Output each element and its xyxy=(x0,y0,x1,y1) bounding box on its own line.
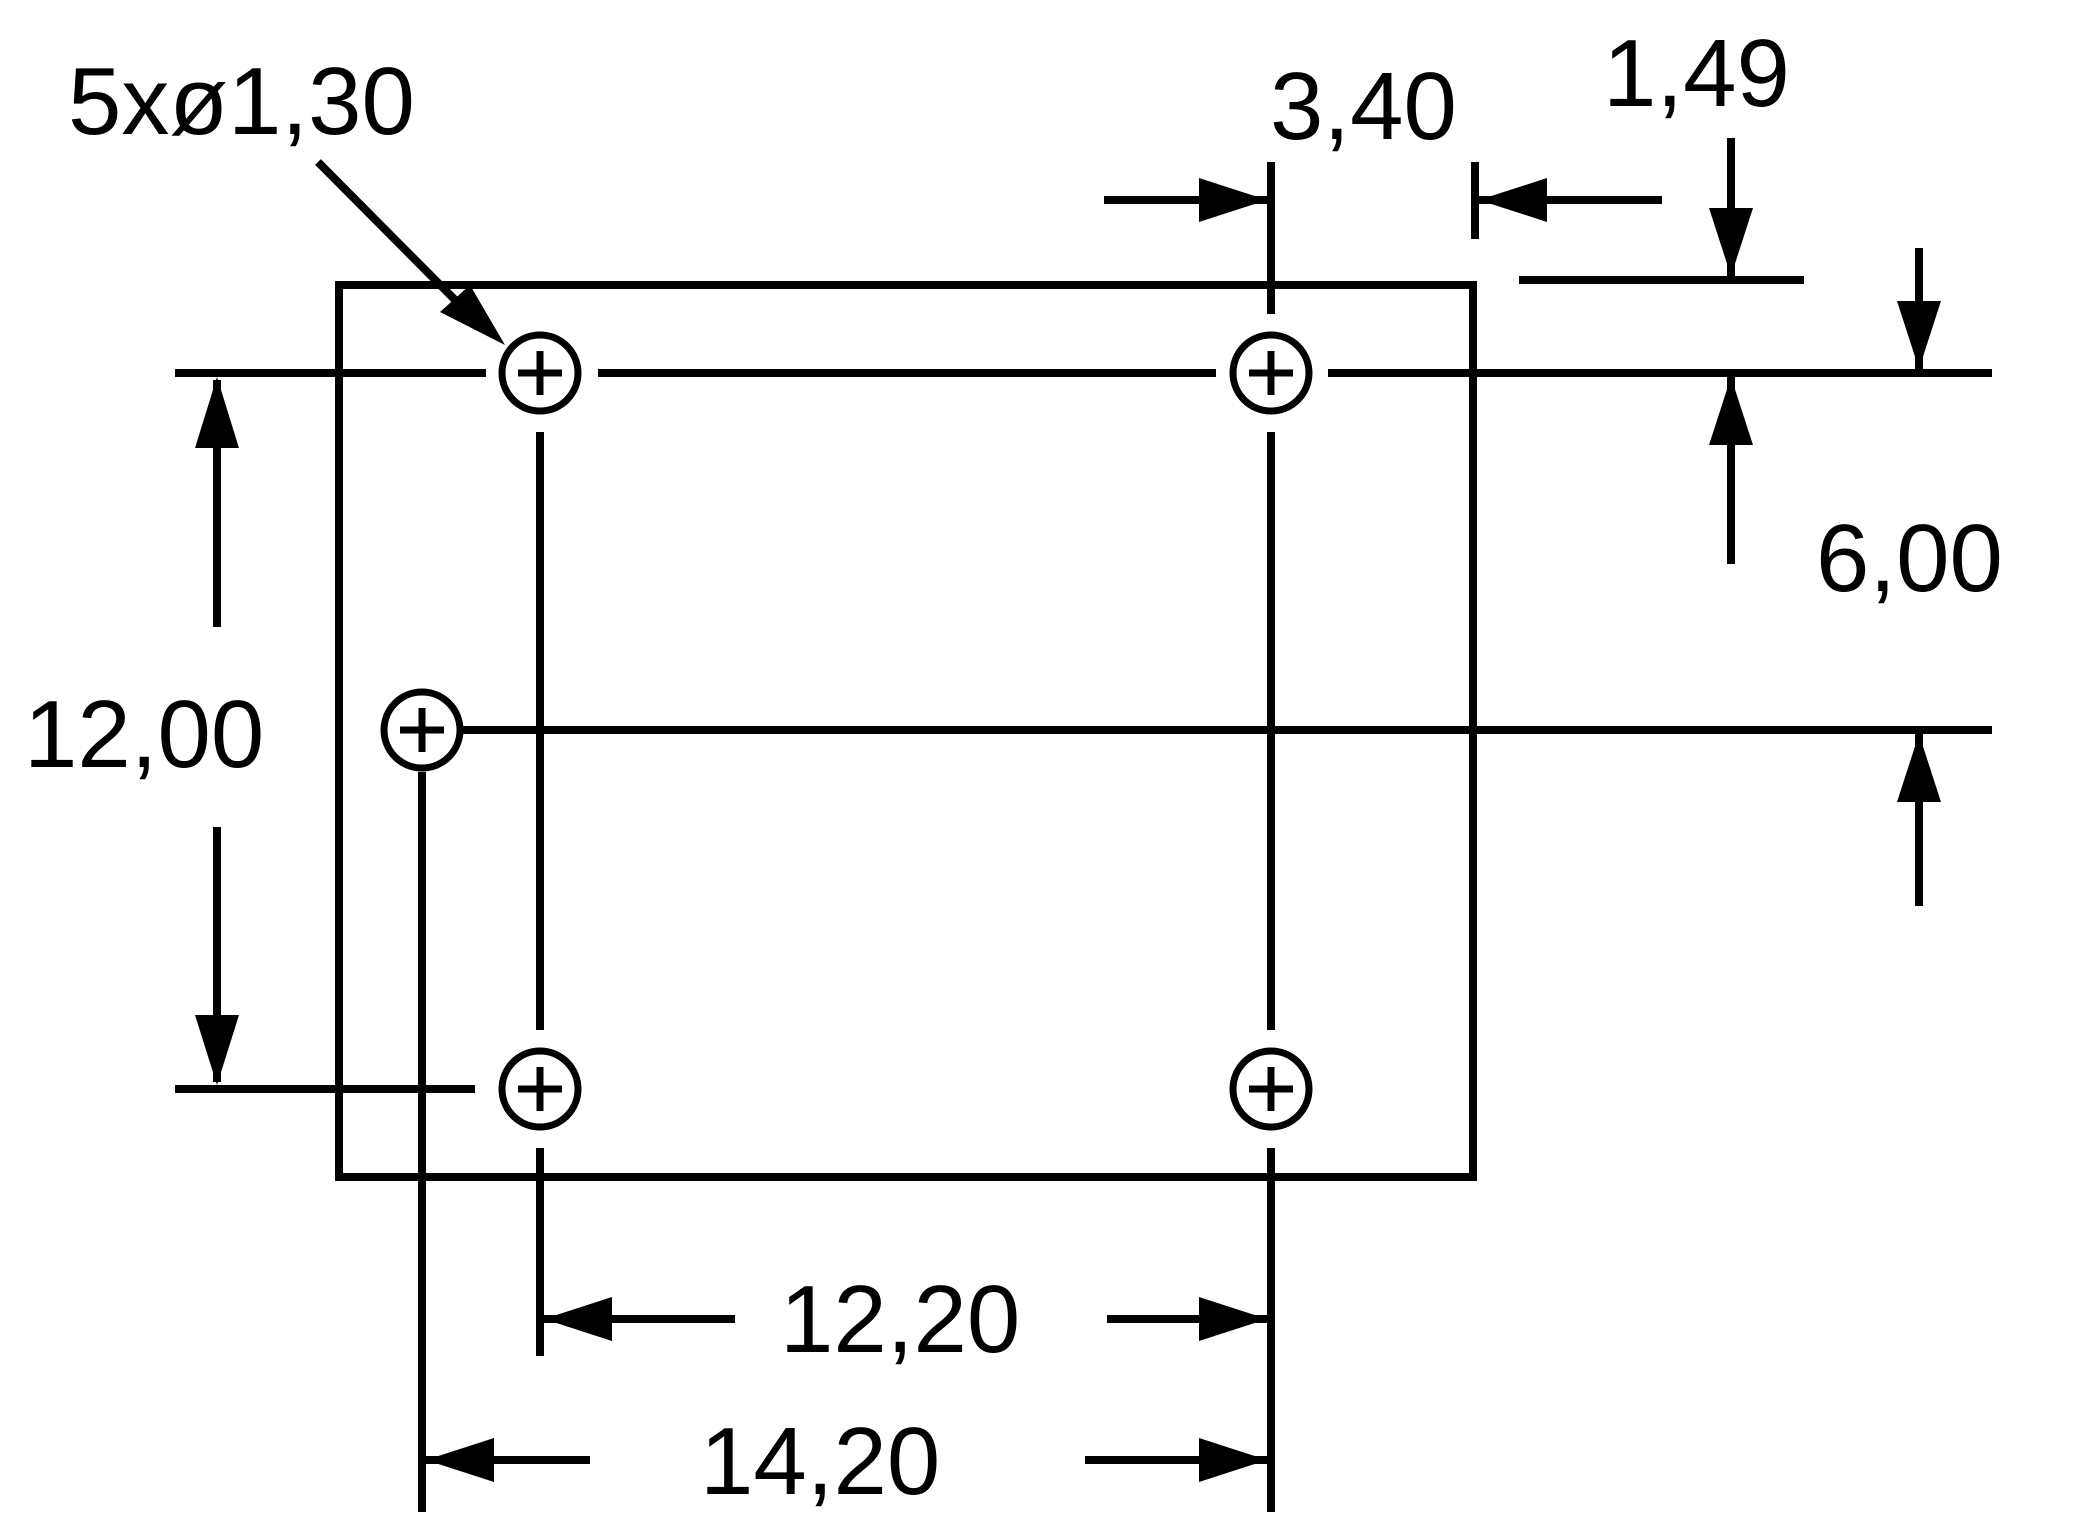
dimension-14-20 xyxy=(426,1438,1267,1482)
label-6-00: 6,00 xyxy=(1816,505,2003,612)
hole-top-right xyxy=(1229,331,1313,415)
hole-bottom-left xyxy=(498,1047,582,1131)
hole-top-left xyxy=(498,331,582,415)
label-12-00: 12,00 xyxy=(24,681,264,788)
hole-bottom-right xyxy=(1229,1047,1313,1131)
hole-callout-leader xyxy=(315,159,505,345)
hole-callout-label: 5xø1,30 xyxy=(68,48,415,155)
hole-middle-left xyxy=(380,688,464,772)
label-1-49: 1,49 xyxy=(1603,20,1790,127)
label-3-40: 3,40 xyxy=(1270,53,1457,160)
dimension-3-40 xyxy=(1104,162,1662,239)
label-12-20: 12,20 xyxy=(780,1266,1020,1373)
dimension-6-00 xyxy=(1897,248,1941,906)
label-14-20: 14,20 xyxy=(700,1408,940,1515)
dimension-1-49 xyxy=(1519,138,1804,564)
dimension-12-20 xyxy=(544,1297,1267,1341)
dimension-12-00 xyxy=(195,377,239,1085)
